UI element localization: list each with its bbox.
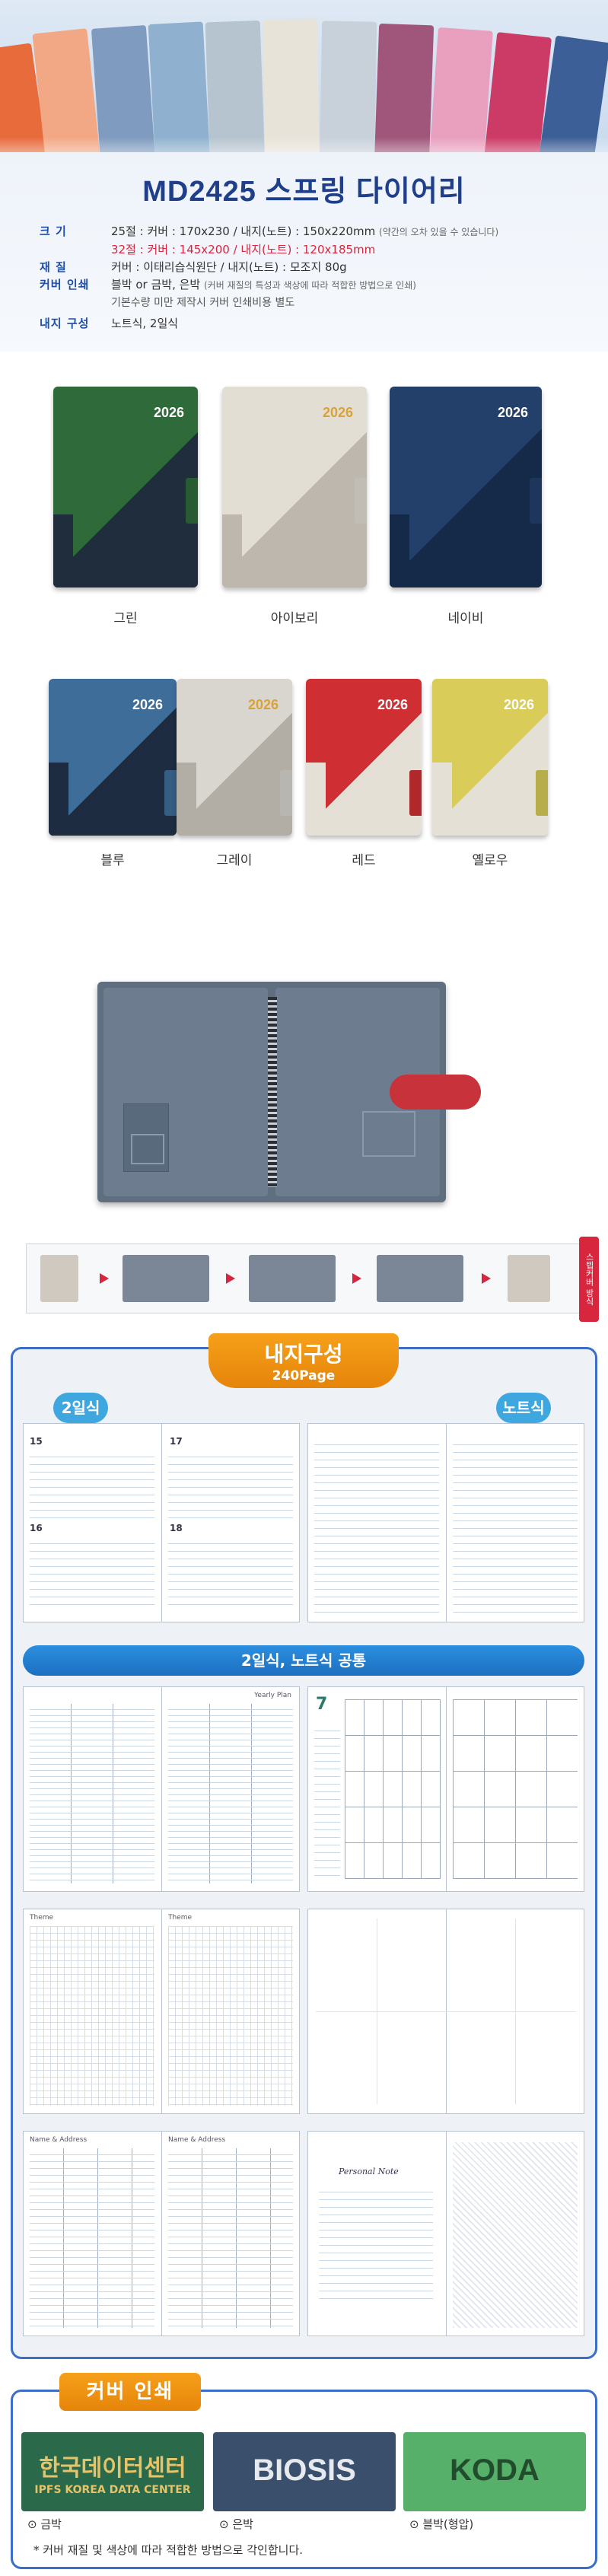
color-label: 레드 <box>352 853 376 868</box>
color-swatch[interactable]: 2026 <box>222 387 367 587</box>
spec-key: 크 기 <box>40 224 67 238</box>
strap <box>530 478 542 524</box>
color-label: 옐로우 <box>472 853 508 868</box>
color-label: 네이비 <box>447 611 484 626</box>
badge-2day: 2일식 <box>53 1393 108 1431</box>
spread-monthly: 7 <box>307 1686 584 1892</box>
color-swatch[interactable]: 2026 <box>306 679 422 836</box>
color-swatch[interactable]: 2026 <box>49 679 177 836</box>
year-stamp: 2026 <box>377 697 408 712</box>
spec-panel: MD2425 스프링 다이어리 크 기 25절 : 커버 : 170x230 /… <box>0 152 608 352</box>
red-strap <box>390 1075 481 1110</box>
spread-quarters <box>307 1909 584 2114</box>
spec-size: 크 기 25절 : 커버 : 170x230 / 내지(노트) : 150x22… <box>40 223 608 241</box>
print-sample: BIOSIS <box>213 2432 396 2511</box>
year-stamp: 2026 <box>322 405 353 420</box>
spec-inner: 내지 구성 노트식, 2일식 <box>40 315 608 333</box>
spec-material: 재 질 커버 : 이태리습식원단 / 내지(노트) : 모조지 80g <box>40 259 608 276</box>
spec-key: 재 질 <box>40 260 67 274</box>
product-title: MD2425 스프링 다이어리 <box>142 176 466 208</box>
step-tag: 스텝커버 방식 <box>579 1237 599 1322</box>
step-thumb <box>508 1255 550 1302</box>
step-thumb <box>249 1255 336 1302</box>
spec-size-32: 32절 : 커버 : 145x200 / 내지(노트) : 120x185mm <box>40 241 608 259</box>
day-label: 16 <box>30 1523 43 1533</box>
year-stamp: 2026 <box>503 697 534 712</box>
strap <box>164 770 177 816</box>
strap <box>280 770 292 816</box>
year-stamp: 2026 <box>132 697 163 712</box>
personal-label: Personal Note <box>339 2167 399 2176</box>
print-method-label: ⊙ 블박(형압) <box>409 2517 474 2531</box>
arrow-icon <box>226 1273 235 1284</box>
theme-label: Theme <box>168 1914 193 1922</box>
spread-note <box>307 1423 584 1622</box>
address-label: Name & Address <box>30 2136 88 2144</box>
badge-note: 노트식 <box>496 1393 551 1431</box>
spec-rows: 크 기 25절 : 커버 : 170x230 / 내지(노트) : 150x22… <box>40 223 608 333</box>
print-sample: KODA <box>403 2432 586 2511</box>
spec-key: 내지 구성 <box>40 317 90 330</box>
spec-sub: 기본수량 미만 제작시 커버 인쇄비용 별도 <box>111 297 295 309</box>
common-banner: 2일식, 노트식 공통 <box>23 1645 584 1676</box>
color-label: 그린 <box>113 611 138 626</box>
arrow-icon <box>100 1273 109 1284</box>
color-swatch[interactable]: 2026 <box>53 387 198 587</box>
hero-banner <box>0 0 608 160</box>
spec-value: 25절 : 커버 : 170x230 / 내지(노트) : 150x220mm … <box>111 224 499 238</box>
spec-value: 노트식, 2일식 <box>111 317 179 330</box>
address-label: Name & Address <box>168 2136 226 2144</box>
spread-grid: Theme Theme <box>23 1909 300 2114</box>
print-note: * 커버 재질 및 색상에 따라 적합한 방법으로 각인합니다. <box>33 2543 304 2557</box>
pen-pocket <box>362 1111 415 1157</box>
spread-address: Name & Address Name & Address <box>23 2131 300 2336</box>
color-label: 블루 <box>100 853 125 868</box>
day-label: 17 <box>170 1436 183 1447</box>
color-label: 아이보리 <box>270 611 319 626</box>
color-swatch[interactable]: 2026 <box>177 679 292 836</box>
spread-yearly-plan: Yearly Plan <box>23 1686 300 1892</box>
day-label: 15 <box>30 1436 43 1447</box>
step-thumb <box>123 1255 209 1302</box>
year-stamp: 2026 <box>247 697 279 712</box>
strap <box>355 478 367 524</box>
spec-value: 블박 or 금박, 은박 (커버 재질의 특성과 색상에 따라 적합한 방법으로… <box>111 278 416 291</box>
print-method-label: ⊙ 금박 <box>27 2517 62 2531</box>
step-thumb <box>40 1255 78 1302</box>
print-method-label: ⊙ 은박 <box>219 2517 253 2531</box>
strap <box>536 770 548 816</box>
color-swatch[interactable]: 2026 <box>390 387 542 587</box>
step-cover-strip: 스텝커버 방식 <box>26 1237 599 1322</box>
spec-print-sub: 기본수량 미만 제작시 커버 인쇄비용 별도 <box>40 295 608 312</box>
cover-print-header: 커버 인쇄 <box>59 2373 201 2411</box>
strap <box>186 478 198 524</box>
arrow-icon <box>482 1273 491 1284</box>
month-label: 7 <box>316 1695 328 1714</box>
spread-personal: Personal Note <box>307 2131 584 2336</box>
step-thumb <box>377 1255 463 1302</box>
year-stamp: 2026 <box>497 405 528 420</box>
day-label: 18 <box>170 1523 183 1533</box>
year-stamp: 2026 <box>153 405 184 420</box>
card-window <box>131 1134 164 1164</box>
strap <box>409 770 422 816</box>
plan-title: Yearly Plan <box>254 1692 291 1699</box>
inner-pages-header: 내지구성 240Page <box>209 1333 399 1388</box>
spec-value: 32절 : 커버 : 145x200 / 내지(노트) : 120x185mm <box>111 243 376 256</box>
theme-label: Theme <box>30 1914 54 1922</box>
spec-print: 커버 인쇄 블박 or 금박, 은박 (커버 재질의 특성과 색상에 따라 적합… <box>40 276 608 295</box>
color-label: 그레이 <box>216 853 253 868</box>
open-diary-image <box>97 982 481 1202</box>
arrow-icon <box>352 1273 361 1284</box>
color-swatch[interactable]: 2026 <box>432 679 548 836</box>
spec-value: 커버 : 이태리습식원단 / 내지(노트) : 모조지 80g <box>111 260 347 274</box>
spec-key: 커버 인쇄 <box>40 278 90 291</box>
spread-2day: 15 16 17 18 <box>23 1423 300 1622</box>
spring-rings <box>268 997 277 1187</box>
